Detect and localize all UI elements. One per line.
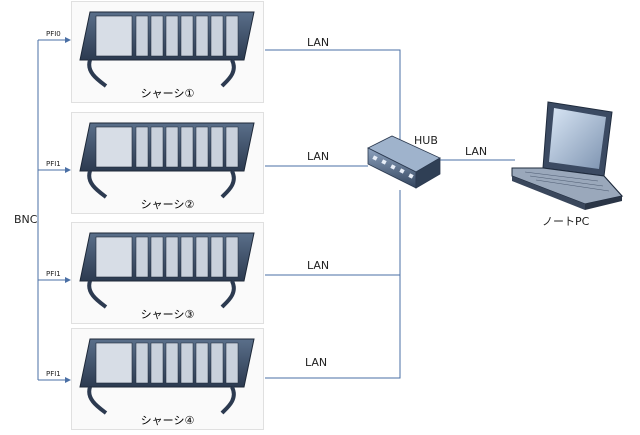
laptop-icon [511, 101, 624, 210]
chassis-2-label: シャーシ② [140, 198, 195, 211]
svg-text:PFI1: PFI1 [46, 270, 61, 278]
chassis-2-image [79, 122, 255, 199]
pfi-branch-1: PFI0 [38, 30, 71, 43]
pfi-branch-4: PFI1 [38, 370, 71, 383]
chassis-2: シャーシ② [71, 112, 264, 214]
svg-text:LAN: LAN [465, 145, 487, 158]
hub-label: HUB [414, 134, 438, 147]
lan-link-4: LAN [265, 190, 401, 379]
svg-text:PFI1: PFI1 [46, 370, 61, 378]
svg-text:LAN: LAN [307, 259, 329, 272]
chassis-3-image [79, 232, 255, 309]
chassis-4: シャーシ④ [71, 328, 264, 430]
laptop-label: ノートPC [542, 215, 590, 228]
chassis-3-label: シャーシ③ [140, 308, 195, 321]
svg-text:PFI1: PFI1 [46, 160, 61, 168]
pfi-branch-2: PFI1 [38, 160, 71, 173]
chassis-1-image [79, 11, 255, 88]
lan-link-hub-laptop: LAN [438, 145, 515, 161]
lan-link-3: LAN [265, 190, 401, 276]
lan-link-2: LAN [265, 150, 368, 167]
chassis-1: シャーシ① [71, 1, 264, 103]
pfi-branch-3: PFI1 [38, 270, 71, 283]
chassis-1-label: シャーシ① [140, 87, 195, 100]
lan-link-1: LAN [265, 36, 401, 160]
chassis-4-label: シャーシ④ [140, 414, 195, 427]
chassis-4-image [79, 338, 255, 415]
hub-device [367, 135, 441, 189]
svg-text:LAN: LAN [305, 356, 327, 369]
svg-text:PFI0: PFI0 [46, 30, 61, 38]
bnc-label: BNC [14, 213, 38, 226]
svg-text:LAN: LAN [307, 150, 329, 163]
svg-text:LAN: LAN [307, 36, 329, 49]
chassis-3: シャーシ③ [71, 222, 264, 324]
